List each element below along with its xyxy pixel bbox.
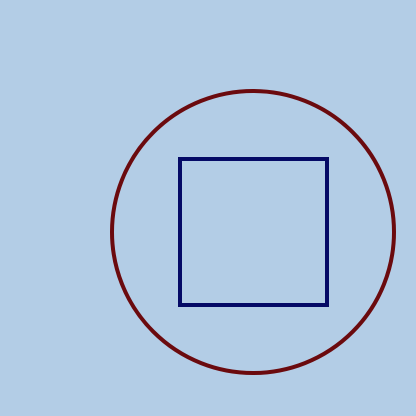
inner-square xyxy=(178,157,329,307)
outer-circle xyxy=(110,89,396,375)
